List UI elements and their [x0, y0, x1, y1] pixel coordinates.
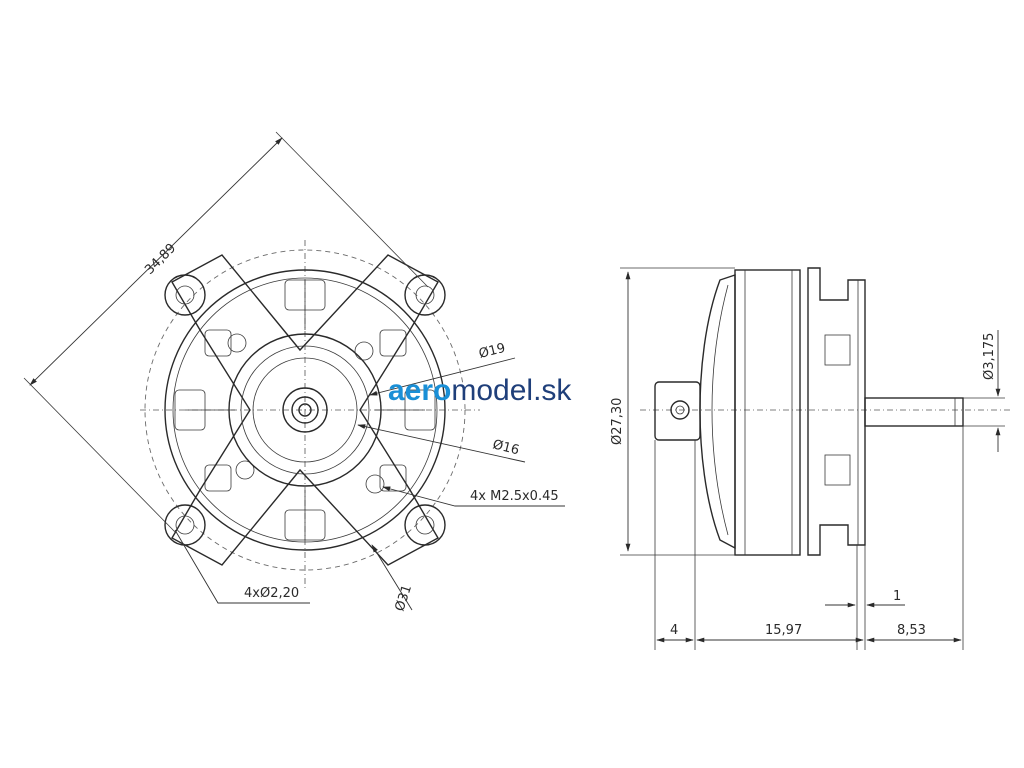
dim-8-53: 8,53 [897, 623, 926, 638]
motor-inner-circle [172, 277, 438, 543]
side-view: Ø27,30 Ø3,175 4 15,97 8,53 1 [610, 267, 1010, 650]
hub-19 [240, 345, 370, 475]
front-view: 34,89 Ø19 Ø16 4x M2.5x0.45 4xØ2,20 Ø31 [23, 131, 565, 613]
mount-hole-tr [415, 285, 435, 305]
dim-d27: Ø27,30 [610, 398, 625, 445]
bearing-outer [282, 387, 328, 433]
diag-ext-1 [23, 377, 177, 534]
shaft-center [298, 403, 312, 417]
screw-hole-3 [235, 460, 255, 480]
dim-d19: Ø19 [477, 341, 507, 362]
motor-outer-circle [164, 269, 446, 551]
leader-thread [382, 486, 565, 507]
bell-body [734, 269, 801, 556]
leader-holes [174, 529, 310, 604]
bell-profile [699, 274, 736, 550]
diag-dim-line [29, 137, 283, 386]
screw-hole-4 [365, 474, 385, 494]
dim-1: 1 [893, 589, 901, 604]
output-shaft [864, 397, 964, 427]
dim-34-89: 34,89 [142, 241, 179, 278]
dim-4: 4 [670, 623, 678, 638]
logo-part-aero: aero [388, 374, 451, 407]
leader-d19 [369, 357, 516, 396]
mount-hole-bl [175, 515, 195, 535]
stator-base [807, 267, 866, 556]
nub-hole [670, 400, 690, 420]
dim-d3175: Ø3,175 [982, 333, 997, 380]
dim-15-97: 15,97 [765, 623, 802, 638]
front-shaft-nub [654, 381, 701, 441]
bearing-inner [291, 396, 319, 424]
dim-holes: 4xØ2,20 [244, 586, 299, 601]
diag-ext-2 [275, 131, 429, 288]
logo-part-model: model.sk [451, 374, 572, 407]
dim-thread: 4x M2.5x0.45 [470, 489, 559, 504]
dim-d16: Ø16 [491, 437, 521, 458]
leader-d16 [357, 424, 526, 463]
hub-outer [228, 333, 382, 487]
leader-d31 [371, 544, 413, 611]
mount-hole-br [415, 515, 435, 535]
pitch-circle-31 [144, 249, 466, 571]
mount-hole-tl [175, 285, 195, 305]
hub-16 [252, 357, 358, 463]
watermark-logo: aeromodel.sk [388, 374, 572, 407]
logo-text: aeromodel.sk [388, 374, 572, 407]
screw-hole-2 [354, 341, 374, 361]
